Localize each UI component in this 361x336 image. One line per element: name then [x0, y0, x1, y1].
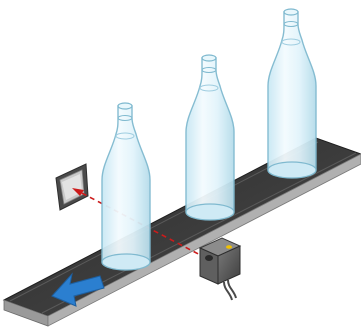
glass-bottle-icon: [185, 54, 235, 221]
glass-bottle-icon: [267, 8, 317, 179]
reflector-plate-icon: [55, 163, 89, 211]
arrow-left-down-icon: [51, 272, 105, 307]
sensor-icon: [198, 237, 242, 301]
conveyor-belt-icon: [2, 137, 361, 327]
glass-bottle-icon: [101, 102, 151, 271]
